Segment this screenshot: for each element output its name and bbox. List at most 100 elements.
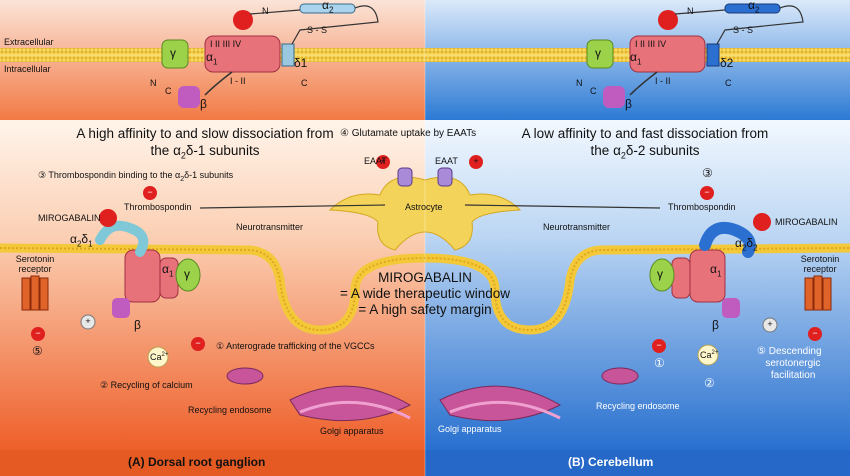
alpha1-subunit-shape [204,35,281,73]
right-serotonin-minus: − [812,328,818,338]
alpha2-label-right: α2 [748,0,760,15]
left-thrombospondin-label: Thrombospondin [124,202,192,212]
beta-label-top-right: β [625,97,632,111]
beta-label-top-left: β [200,97,207,111]
golgi-left-shape [226,367,412,422]
gamma-subunit-shape [161,39,189,69]
domain-labels-left: I II III IV [210,39,242,49]
right-step3-label: ③ [702,166,713,180]
left-headline-line2: the α2δ-1 subunits [150,143,260,161]
left-thrombo-minus: − [147,187,153,197]
right-panel-caption: (B) Cerebellum [568,455,654,469]
left-panel-caption: (A) Dorsal root ganglion [128,455,266,469]
gamma-label-left: γ [170,46,176,60]
right-thrombospondin-label: Thrombospondin [668,202,736,212]
left-step2-label: ② Recycling of calcium [100,380,193,390]
serotonin-receptor-right [804,275,832,311]
left-alpha1-label: α1 [162,262,174,279]
golgi-right-shape [439,367,639,422]
right-recycling-endosome-label: Recycling endosome [596,401,680,411]
top-right-vgcc [586,3,804,108]
left-serotonin-plus: + [85,316,91,326]
right-headline-line1: A low affinity to and fast dissociation … [521,126,769,141]
right-gamma-label: γ [657,267,663,281]
top-left-vgcc [161,3,379,108]
delta1-label: δ1 [294,56,308,70]
right-recycling-minus: − [656,340,662,350]
intracellular-label: Intracellular [4,64,51,74]
right-golgi-label: Golgi apparatus [438,424,502,434]
center-mirogabalin-title: MIROGABALIN [378,270,472,285]
eaat-label-right: EAAT [435,156,458,166]
delta1-subunit-shape [281,43,295,67]
right-serotonin-plus: + [767,319,773,329]
disulfide-label-right: S - S [733,25,754,35]
right-step5-label: ⑤ Descending serotonergic facilitation [757,346,822,381]
left-beta-label: β [134,318,141,332]
right-alpha1-label: α1 [710,262,722,279]
c-label-delta-right: C [725,78,732,88]
left-step5-label: ⑤ [32,344,43,358]
alpha1-label-top-left: α1 [206,50,218,67]
right-headline-line2: the α2δ-2 subunits [590,143,700,161]
eaat-left-shape [397,167,413,187]
left-gamma-label: γ [184,267,190,281]
disulfide-label-left: S - S [307,25,328,35]
left-serotonin-minus: − [35,328,41,338]
center-safety-margin: = A high safety margin [358,302,492,317]
astrocyte-label: Astrocyte [405,202,443,212]
loop-label-left: I - II [230,76,246,86]
eaat-label-left: EAAT [364,156,387,166]
mirogabalin-top-right [658,10,678,30]
beta-subunit-top-left [178,86,200,108]
calcium-ion-right [697,344,719,366]
alpha1-label-top-right: α1 [630,50,642,67]
delta2-label: δ2 [720,56,734,70]
center-step4-label: ④ Glutamate uptake by EAATs [340,128,477,139]
c-label-delta-left: C [301,78,308,88]
n-label-lower-right: N [576,78,583,88]
mirogabalin-left [99,209,117,227]
eaat-plus-left: + [380,156,386,166]
n-label-top-right: N [687,6,694,16]
left-calcium-label: Ca2+ [150,352,169,362]
mirogabalin-top-left [233,10,253,30]
eaat-right-shape [437,167,453,187]
right-calcium-label: Ca2+ [700,350,719,360]
left-neurotransmitter-label: Neurotransmitter [236,222,304,232]
n-label-top-left: N [262,6,269,16]
right-beta-label: β [712,318,719,332]
c-label-gamma-left: C [165,86,172,96]
c-label-gamma-right: C [590,86,597,96]
mirogabalin-right [753,213,771,231]
left-step3-label: ③ Thrombospondin binding to the α2δ-1 su… [38,170,234,183]
left-headline-line1: A high affinity to and slow dissociation… [76,126,334,141]
loop-label-right: I - II [655,76,671,86]
right-step1-label: ① [654,356,665,370]
right-vgcc [649,213,771,318]
domain-labels-right: I II III IV [635,39,667,49]
left-mirogabalin-label: MIROGABALIN [38,213,101,223]
right-thrombo-minus: − [704,187,710,197]
left-recycling-minus: − [195,338,201,348]
right-neurotransmitter-label: Neurotransmitter [543,222,611,232]
serotonin-receptor-left [21,275,49,311]
left-caption-bar [0,450,425,476]
extracellular-label: Extracellular [4,37,54,47]
left-step1-label: ① Anterograde trafficking of the VGCCs [216,341,375,351]
alpha2-subunit-shape [299,3,356,14]
right-mirogabalin-label: MIROGABALIN [775,217,838,227]
left-a2d1-label: α2δ1 [70,232,93,249]
left-vgcc [95,209,201,318]
n-label-lower-left: N [150,78,157,88]
calcium-ion-left [147,346,169,368]
eaat-plus-right: + [473,156,479,166]
right-a2d2-label: α2δ2 [735,236,758,253]
right-caption-bar [425,450,850,476]
right-step2-label: ② [704,376,715,390]
left-recycling-endosome-label: Recycling endosome [188,405,272,415]
